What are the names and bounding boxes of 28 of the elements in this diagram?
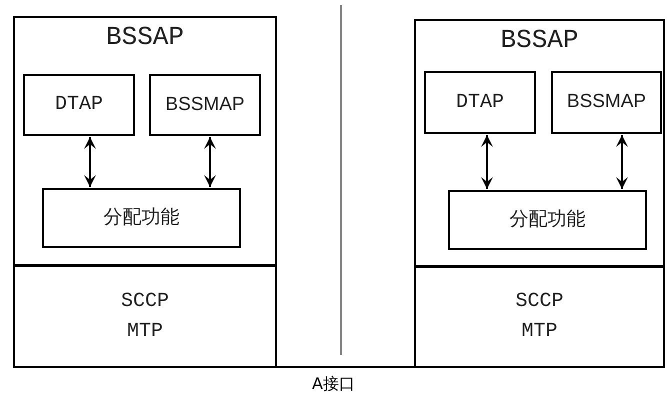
double-arrow bbox=[84, 137, 96, 187]
layer-label: BSSAP bbox=[500, 25, 578, 56]
layer-label: 分配功能 bbox=[104, 206, 180, 230]
interface-label: A接口 bbox=[312, 374, 355, 395]
layer-box bbox=[42, 188, 241, 248]
layer-label: BSSAP bbox=[106, 22, 184, 54]
double-arrow bbox=[481, 135, 493, 189]
layer-box bbox=[23, 74, 135, 136]
layer-label: MTP bbox=[126, 320, 163, 344]
double-arrow bbox=[204, 137, 216, 187]
layer-label: DTAP bbox=[54, 93, 103, 117]
layer-label: BSSMAP bbox=[165, 94, 245, 116]
layer-label: MTP bbox=[521, 320, 558, 344]
layer-label: SCCP bbox=[515, 290, 564, 314]
double-arrow bbox=[616, 135, 628, 189]
layer-label: 分配功能 bbox=[510, 208, 586, 232]
layer-label: BSSMAP bbox=[566, 91, 646, 114]
layer-box bbox=[448, 190, 647, 250]
layer-label: DTAP bbox=[456, 90, 504, 114]
layer-box bbox=[414, 266, 665, 368]
layer-box bbox=[13, 16, 277, 266]
layer-box bbox=[149, 74, 261, 136]
layer-box bbox=[424, 71, 536, 134]
connector-line bbox=[277, 366, 414, 368]
layer-box bbox=[551, 71, 662, 134]
layer-box bbox=[13, 265, 277, 368]
layer-label: SCCP bbox=[120, 290, 169, 314]
layer-box bbox=[414, 19, 665, 267]
